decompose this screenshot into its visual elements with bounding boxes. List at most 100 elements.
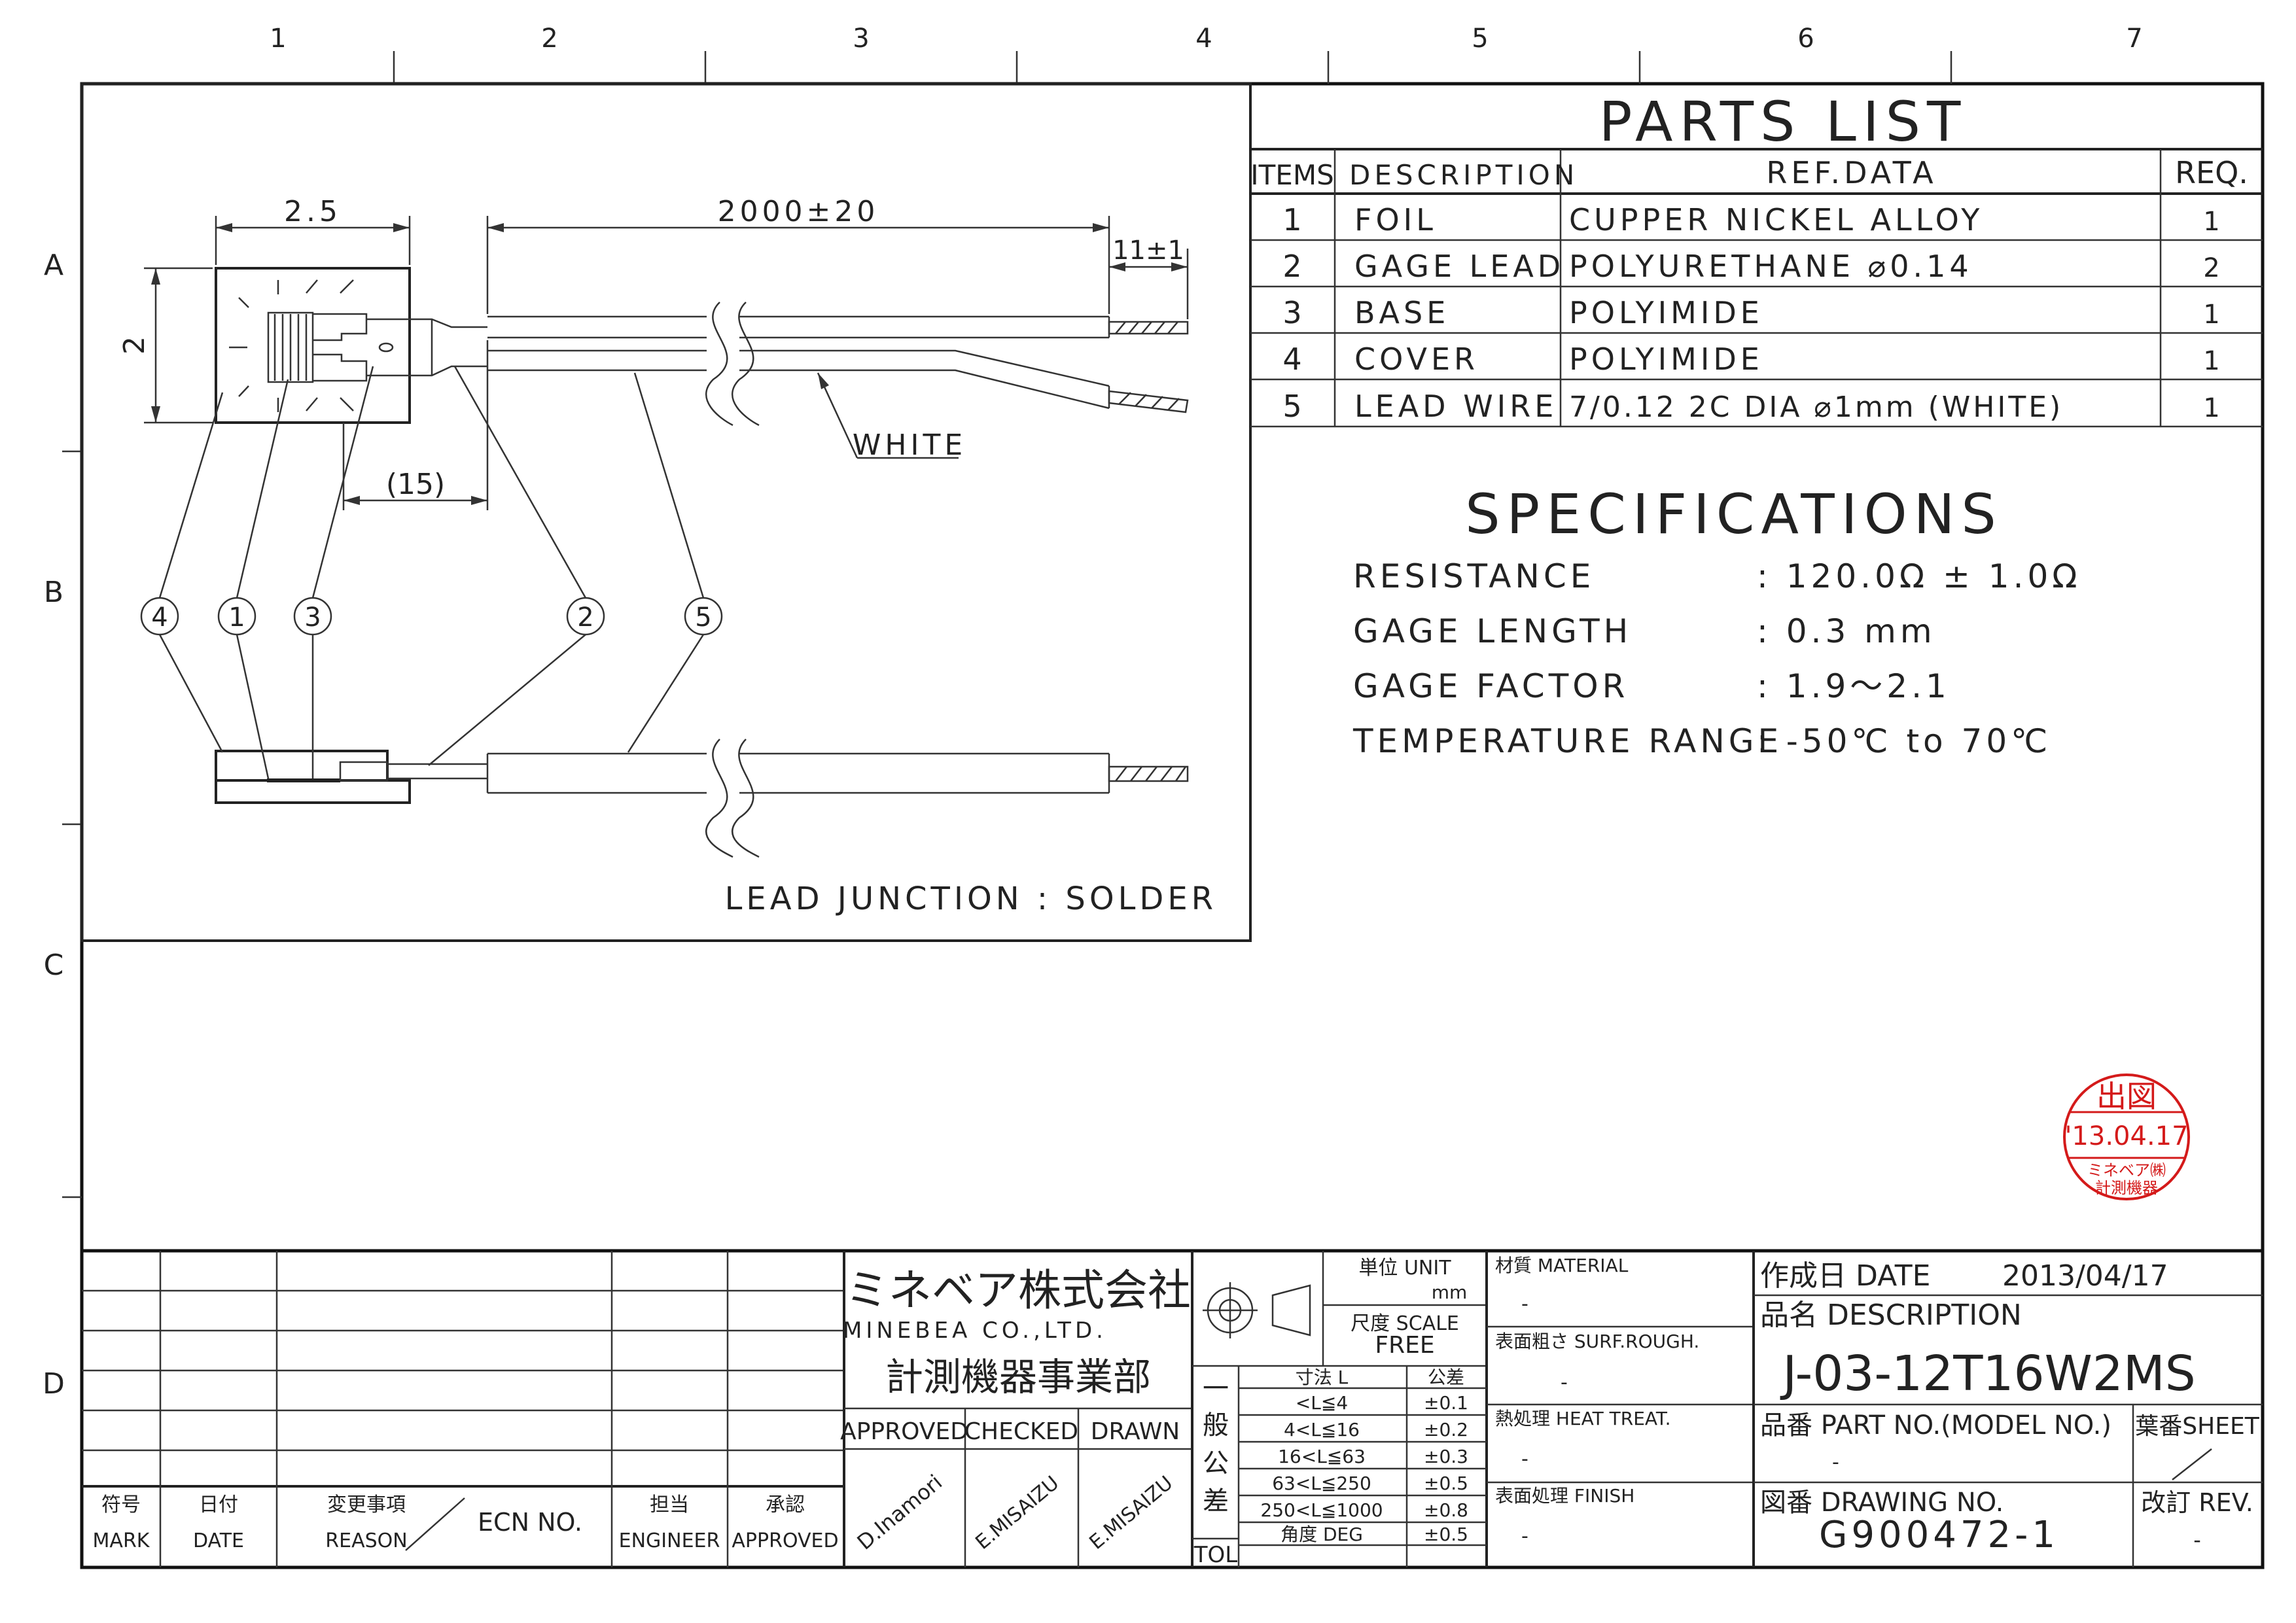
svg-text:作成日 DATE: 作成日 DATE xyxy=(1760,1259,1930,1293)
svg-text:LEAD WIRE: LEAD WIRE xyxy=(1354,389,1557,424)
strain-gauge-side-view xyxy=(215,739,1189,858)
spec-label: RESISTANCE xyxy=(1353,557,1595,595)
svg-text:DRAWN: DRAWN xyxy=(1091,1418,1180,1445)
tolerance-value: ±0.3 xyxy=(1424,1446,1468,1467)
dimension-strip: 11±1 xyxy=(1112,236,1184,266)
svg-text:POLYIMIDE: POLYIMIDE xyxy=(1569,341,1763,377)
svg-text:-: - xyxy=(1521,1448,1528,1471)
svg-text:1: 1 xyxy=(2203,207,2219,237)
svg-text:FOIL: FOIL xyxy=(1354,202,1437,237)
svg-text:品番 PART NO.(MODEL NO.): 品番 PART NO.(MODEL NO.) xyxy=(1760,1410,2111,1440)
svg-text:公差: 公差 xyxy=(1428,1367,1464,1388)
specifications: SPECIFICATIONS RESISTANCE : 120.0Ω ± 1.0… xyxy=(1352,482,2081,760)
spec-label: TEMPERATURE RANGE xyxy=(1352,722,1782,760)
svg-text:MARK: MARK xyxy=(93,1529,150,1552)
svg-text:-: - xyxy=(1561,1371,1568,1394)
spec-value: : 0.3 mm xyxy=(1757,612,1936,650)
parts-list: PARTS LIST ITEMS DESCRIPTION REF.DATA RE… xyxy=(1250,90,2263,428)
row-label: D xyxy=(43,1367,65,1401)
tolerance-value: ±0.1 xyxy=(1424,1392,1468,1414)
svg-text:担当: 担当 xyxy=(650,1493,689,1516)
side-cover xyxy=(215,750,389,782)
tolerance-value: ±0.5 xyxy=(1424,1524,1468,1545)
spec-value: : 120.0Ω ± 1.0Ω xyxy=(1757,557,2081,595)
svg-text:5: 5 xyxy=(1282,389,1301,424)
tolerance-value: ±0.8 xyxy=(1424,1499,1468,1521)
approved-signature: D.Inamori xyxy=(853,1470,947,1555)
svg-text:品名 DESCRIPTION: 品名 DESCRIPTION xyxy=(1760,1299,2022,1332)
column-label: 6 xyxy=(1797,24,1814,54)
foil-grid xyxy=(267,311,314,383)
drawing-number: G900472-1 xyxy=(1819,1514,2059,1556)
svg-text:APPROVED: APPROVED xyxy=(840,1418,968,1445)
svg-text:符号: 符号 xyxy=(101,1493,141,1516)
company-block: ミネベア株式会社 MINEBEA CO.,LTD. 計測機器事業部 APPROV… xyxy=(840,1251,1193,1567)
svg-text:図番 DRAWING NO.: 図番 DRAWING NO. xyxy=(1760,1488,2004,1518)
svg-text:改訂 REV.: 改訂 REV. xyxy=(2141,1488,2253,1517)
svg-text:GAGE LEAD: GAGE LEAD xyxy=(1354,249,1564,284)
svg-text:1: 1 xyxy=(2203,346,2219,376)
spec-label: GAGE LENGTH xyxy=(1353,612,1632,650)
svg-text:2: 2 xyxy=(2203,253,2219,283)
row-label: C xyxy=(44,949,64,982)
callout-number: 1 xyxy=(228,602,245,633)
svg-text:表面処理 FINISH: 表面処理 FINISH xyxy=(1495,1485,1634,1507)
side-base xyxy=(215,779,411,804)
tolerance-block: 単位 UNIT mm 尺度 SCALE FREE 一 般 公 差 TOL 寸法 … xyxy=(1192,1251,1488,1568)
drawing-view-frame xyxy=(80,82,1252,942)
svg-text:CHECKED: CHECKED xyxy=(964,1418,1078,1445)
parts-list-title: PARTS LIST xyxy=(1599,90,1968,154)
column-label: 5 xyxy=(1472,24,1488,54)
checked-signature: E.MISAIZU xyxy=(971,1472,1063,1554)
table-row: 2 GAGE LEAD POLYURETHANE ⌀0.14 2 xyxy=(1282,249,2219,284)
tolerance-value: ±0.2 xyxy=(1424,1419,1468,1440)
side-lead-wire xyxy=(487,752,1109,794)
material-block: 材質 MATERIAL - 表面粗さ SURF.ROUGH. - 熱処理 HEA… xyxy=(1487,1251,1755,1567)
dimension-height: 2 xyxy=(118,336,151,355)
dimension-length: 2000±20 xyxy=(718,195,879,228)
svg-text:寸法 L: 寸法 L xyxy=(1296,1367,1349,1388)
lead-wire-lower xyxy=(487,349,1110,410)
callout-number: 2 xyxy=(577,602,593,633)
svg-text:材質 MATERIAL: 材質 MATERIAL xyxy=(1495,1255,1629,1276)
strain-gauge-top-view xyxy=(215,267,1189,427)
svg-text:尺度 SCALE: 尺度 SCALE xyxy=(1351,1312,1459,1335)
stripped-end xyxy=(1108,321,1189,335)
svg-text:ENGINEER: ENGINEER xyxy=(619,1529,720,1552)
svg-text:REASON: REASON xyxy=(325,1529,407,1552)
company-name-jp: ミネベア株式会社 xyxy=(845,1265,1191,1316)
svg-text:2: 2 xyxy=(1282,249,1301,284)
tolerance-value: ±0.5 xyxy=(1424,1473,1468,1494)
table-row: 1 FOIL CUPPER NICKEL ALLOY 1 xyxy=(1282,202,2219,237)
svg-text:FREE: FREE xyxy=(1375,1332,1434,1359)
callout-number: 3 xyxy=(304,602,321,633)
svg-text:一: 一 xyxy=(1203,1374,1229,1404)
table-row: 3 BASE POLYIMIDE 1 xyxy=(1282,295,2219,330)
callout-number: 4 xyxy=(151,602,168,633)
svg-text:BASE: BASE xyxy=(1354,295,1449,330)
svg-text:POLYIMIDE: POLYIMIDE xyxy=(1569,295,1763,330)
release-stamp: 出図 '13.04.17 ミネベア㈱ 計測機器 xyxy=(2063,1073,2190,1200)
svg-text:公: 公 xyxy=(1203,1448,1229,1478)
svg-text:表面粗さ SURF.ROUGH.: 表面粗さ SURF.ROUGH. xyxy=(1495,1331,1699,1352)
break-symbol xyxy=(705,739,733,858)
svg-text:1: 1 xyxy=(2203,393,2219,423)
description-block: 作成日 DATE 2013/04/17 品名 DESCRIPTION J-03-… xyxy=(1754,1259,2263,1567)
svg-text:3: 3 xyxy=(1282,295,1301,330)
dimensions: 2.5 2 2000±20 11±1 (15) WHITE xyxy=(118,195,1189,510)
svg-text:2013/04/17: 2013/04/17 xyxy=(2002,1259,2168,1293)
svg-text:-: - xyxy=(1832,1451,1839,1474)
row-markers: A B C D xyxy=(43,249,82,1401)
dimension-width: 2.5 xyxy=(284,195,342,228)
stamp-line2: 計測機器 xyxy=(2095,1179,2158,1197)
svg-text:日付: 日付 xyxy=(199,1493,238,1516)
svg-text:mm: mm xyxy=(1432,1282,1468,1303)
revision-table: 符号 MARK 日付 DATE 変更事項 REASON ECN NO. 担当 E… xyxy=(82,1251,845,1567)
svg-text:単位 UNIT: 単位 UNIT xyxy=(1358,1257,1451,1280)
svg-text:葉番SHEET: 葉番SHEET xyxy=(2135,1413,2259,1440)
parts-header: REF.DATA xyxy=(1766,155,1937,190)
lead-wire-upper xyxy=(487,315,1109,339)
tolerance-range: 63<L≦250 xyxy=(1272,1473,1371,1494)
svg-text:差: 差 xyxy=(1203,1486,1229,1516)
